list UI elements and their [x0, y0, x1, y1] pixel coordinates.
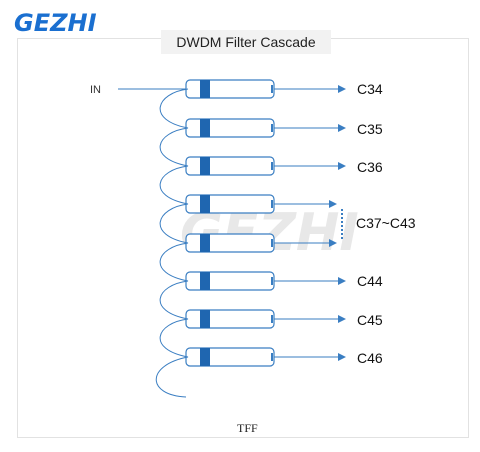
filter-tube: [185, 194, 275, 214]
filter-tube: [185, 347, 275, 367]
channel-label: C34: [357, 81, 383, 97]
filter-tube: [185, 233, 275, 253]
channel-label: C37~C43: [356, 215, 416, 231]
channel-label: C44: [357, 273, 383, 289]
filter-tube: [185, 156, 275, 176]
footer-label: TFF: [237, 421, 258, 435]
channel-label: C45: [357, 312, 383, 328]
reflected-fiber-path: [155, 88, 189, 398]
channel-label: C36: [357, 159, 383, 175]
filter-tube: [185, 271, 275, 291]
filter-tube: [185, 309, 275, 329]
channel-label: C35: [357, 121, 383, 137]
diagram-title: DWDM Filter Cascade: [161, 30, 331, 54]
filter-tube: [185, 79, 275, 99]
gezhi-logo: GEZHI: [14, 9, 97, 36]
channel-label: C46: [357, 350, 383, 366]
logo-text: GEZHI: [14, 9, 97, 36]
filter-tube: [185, 118, 275, 138]
input-label: IN: [90, 84, 101, 96]
